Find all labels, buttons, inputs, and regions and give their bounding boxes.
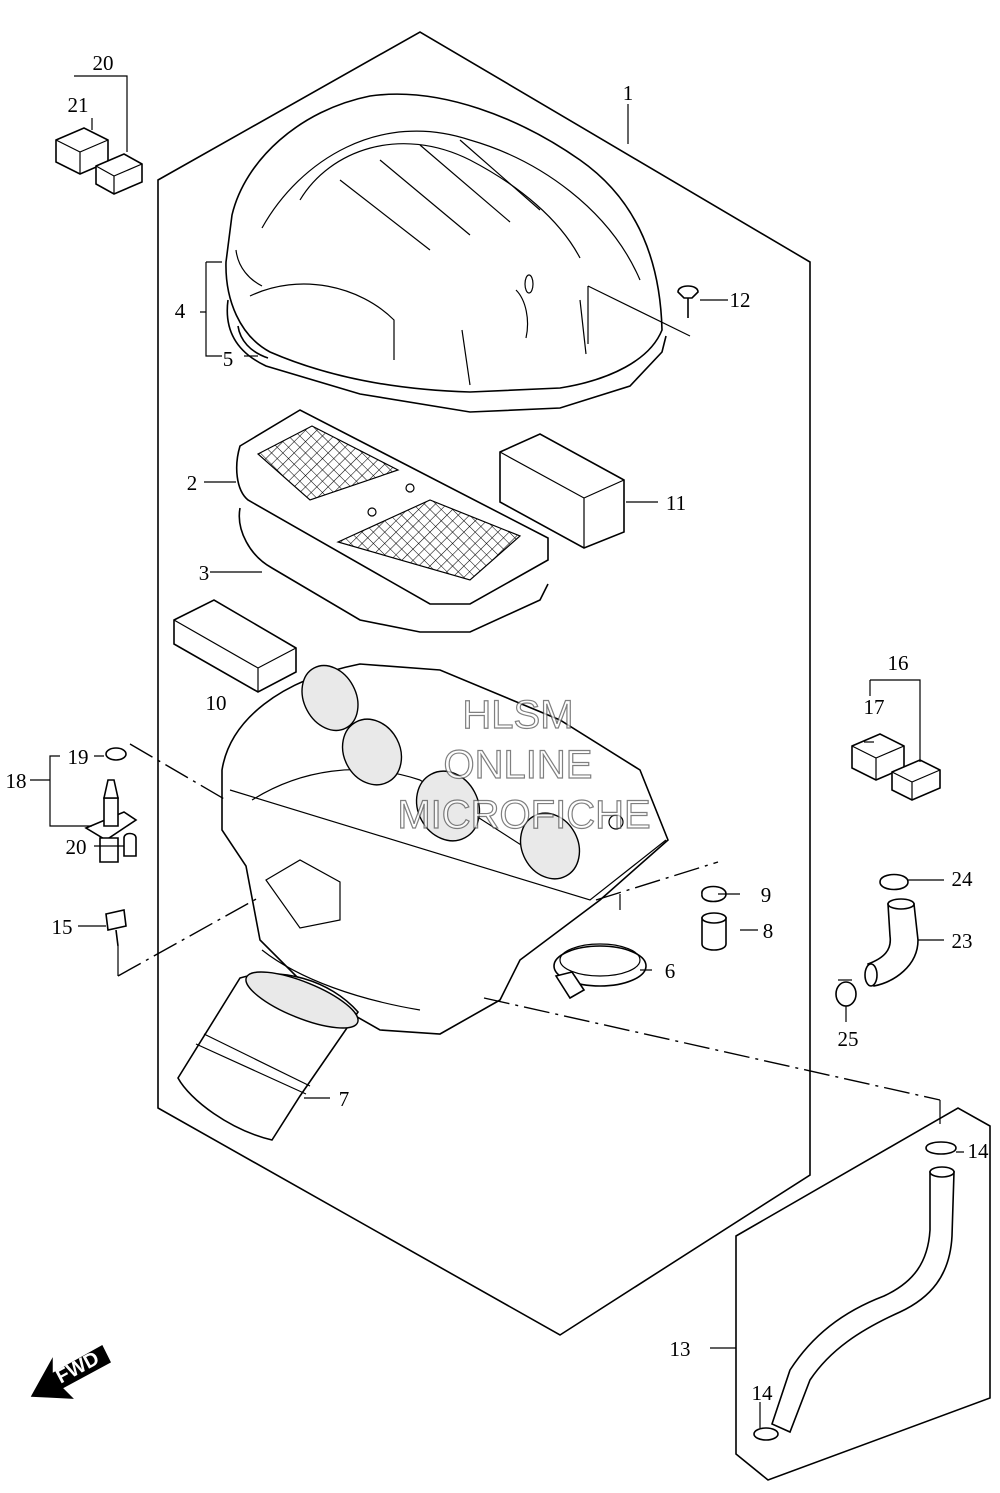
connector-17 <box>851 733 905 781</box>
foam-block-10 <box>173 599 297 693</box>
fwd-arrow-icon: FWD <box>30 1344 111 1399</box>
foam-block-11 <box>499 433 625 549</box>
assembly-outline <box>157 31 811 1336</box>
callout-14-top: 14 <box>968 1139 990 1163</box>
plug-8 <box>701 912 727 951</box>
screw-12 <box>677 285 699 318</box>
callout-5: 5 <box>223 347 234 371</box>
callout-2: 2 <box>187 471 198 495</box>
leader-lines <box>30 75 964 1428</box>
callout-22: 21 <box>68 93 89 117</box>
callout-20: 20 <box>66 835 87 859</box>
connector-16 <box>891 759 941 801</box>
callout-8: 8 <box>763 919 774 943</box>
clamp-25 <box>835 979 857 1007</box>
drain-hose-13 <box>771 1166 955 1434</box>
callout-labels: 20 21 1 4 5 12 2 3 11 10 16 17 19 18 20 … <box>6 51 990 1405</box>
callout-4: 4 <box>175 299 186 323</box>
callout-9: 9 <box>761 883 772 907</box>
filter-element <box>235 409 549 605</box>
clip-14-top <box>925 1141 957 1155</box>
watermark-line-1: HLSM <box>462 693 573 737</box>
air-cleaner-cover <box>225 93 663 393</box>
air-cleaner-case <box>221 663 669 1035</box>
sensor-assembly <box>84 747 138 863</box>
clip-14-bottom <box>753 1427 779 1441</box>
callout-24: 24 <box>952 867 974 891</box>
intake-duct <box>177 971 360 1141</box>
callout-1: 1 <box>623 81 634 105</box>
connection-lines <box>117 743 941 1124</box>
bolt-15 <box>105 909 127 947</box>
callout-23: 23 <box>952 929 973 953</box>
callout-14-bottom: 14 <box>752 1381 774 1405</box>
connector-21 <box>95 153 143 195</box>
callout-18: 18 <box>6 769 27 793</box>
fwd-label: FWD <box>52 1347 103 1388</box>
callout-12: 12 <box>730 288 751 312</box>
callout-6: 6 <box>665 959 676 983</box>
clip-24 <box>879 873 909 891</box>
callout-13: 13 <box>670 1337 691 1361</box>
callout-25: 25 <box>838 1027 859 1051</box>
callout-11: 11 <box>666 491 686 515</box>
drain-hose-outline <box>735 1107 991 1481</box>
watermark-line-3: MICROFICHE <box>397 793 650 837</box>
callout-19: 19 <box>68 745 89 769</box>
filter-gasket <box>238 507 549 633</box>
watermark-line-2: ONLINE <box>444 743 593 787</box>
hose-23 <box>864 898 919 987</box>
callout-17: 17 <box>864 695 885 719</box>
watermark: HLSM ONLINE MICROFICHE <box>397 692 652 837</box>
hose-clamp <box>553 943 647 1000</box>
callout-15: 15 <box>52 915 73 939</box>
callout-10: 10 <box>206 691 227 715</box>
callout-7: 7 <box>339 1087 350 1111</box>
callout-16: 16 <box>888 651 909 675</box>
callout-21: 20 <box>93 51 114 75</box>
callout-3: 3 <box>199 561 210 585</box>
cover-gasket <box>226 299 667 413</box>
